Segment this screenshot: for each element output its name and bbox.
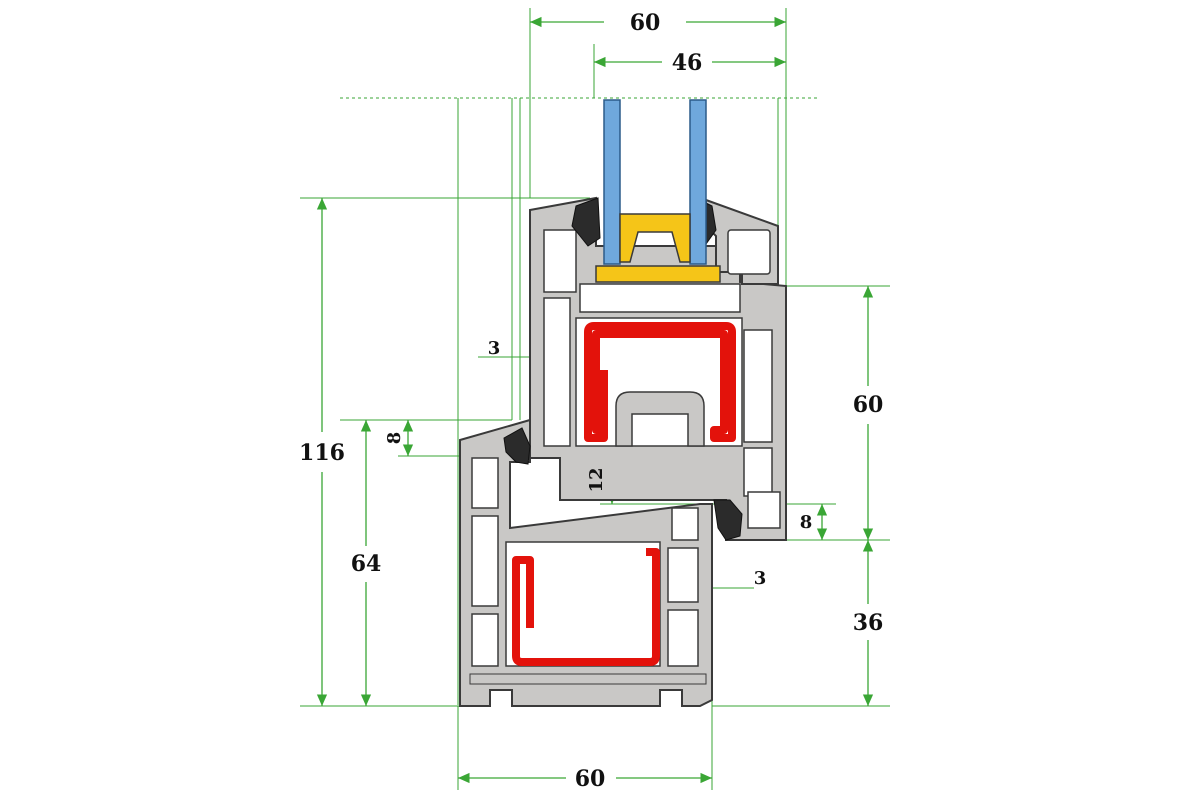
- sash-profile: [529, 196, 787, 541]
- frame-reinforcement: [512, 548, 660, 666]
- glass-spacer: [619, 213, 691, 263]
- dim-bottom-width: 60: [575, 766, 606, 792]
- dimension-lines: [316, 16, 874, 784]
- dim-overlap-left: 8: [384, 432, 405, 445]
- dim-sash-height: 60: [853, 392, 884, 418]
- dim-wall-left: 3: [488, 338, 501, 359]
- glass-pane-outer: [603, 99, 621, 265]
- dim-rebate-gap: 12: [586, 467, 607, 492]
- dim-top-total-width: 60: [630, 10, 661, 36]
- gasket-glass-outer: [571, 197, 601, 247]
- glazing-block: [595, 265, 721, 283]
- gaskets: [503, 197, 743, 541]
- glass-pane-inner: [689, 99, 707, 265]
- dim-wall-right: 3: [754, 568, 767, 589]
- dim-frame-lower: 36: [853, 610, 884, 636]
- gasket-sash-right: [713, 499, 743, 541]
- gasket-frame-left: [503, 427, 531, 465]
- dim-overlap-right: 8: [800, 512, 813, 533]
- glass-unit: [595, 99, 721, 283]
- dim-glazing-width: 46: [672, 50, 703, 76]
- sash-reinforcement: [584, 322, 736, 442]
- dimension-labels: 60 46 116 64 60 36 60 3 3 8 8 12: [299, 10, 883, 792]
- dim-frame-height: 64: [351, 551, 382, 577]
- dim-total-height: 116: [299, 440, 345, 466]
